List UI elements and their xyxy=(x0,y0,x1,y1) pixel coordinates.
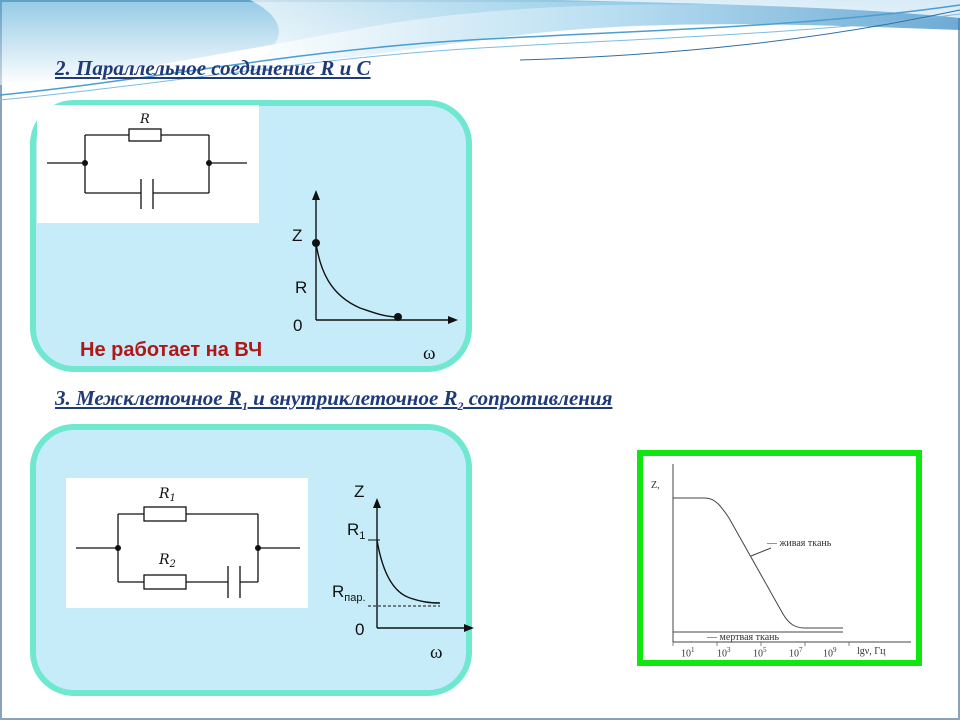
reference-x-tick: 103 xyxy=(717,646,731,660)
graph2-tick-rpar: Rпар. xyxy=(332,582,366,604)
dead-tissue-label: — мертвая ткань xyxy=(707,632,780,643)
graph1-axis-omega-label: ω xyxy=(423,343,436,364)
header-waves-decoration xyxy=(0,0,960,101)
section-title-resistances: 3. Межклеточное R1 и внутриклеточное R2 … xyxy=(55,386,613,414)
graph1-axis-z-label: Z xyxy=(292,226,303,245)
graph2-origin: 0 xyxy=(355,620,365,639)
tissue-equivalent-circuit: R1 R2 xyxy=(66,478,308,608)
svg-text:R1: R1 xyxy=(158,486,176,504)
live-tissue-curve xyxy=(673,497,843,629)
svg-text:R2: R2 xyxy=(158,552,176,570)
live-tissue-label: — живая ткань xyxy=(767,538,832,549)
reference-axis-x-label: lgν, Гц xyxy=(857,646,886,657)
reference-x-tick: 105 xyxy=(753,646,767,660)
reference-x-tick: 107 xyxy=(789,646,803,660)
graph2-axis-z-label: Z xyxy=(354,482,365,501)
graph1-origin: 0 xyxy=(293,316,303,335)
graph2-axis-omega-label: ω xyxy=(430,642,443,663)
resistor1-label: R xyxy=(158,486,170,502)
graph1-tick-r: R xyxy=(295,278,308,297)
reference-x-tick: 109 xyxy=(823,646,837,660)
section-title-parallel-rc: 2. Параллельное соединение R и C xyxy=(55,56,371,80)
graph2-tick-r1: R1 xyxy=(347,520,366,542)
resistor-label: R xyxy=(139,112,150,127)
reference-axis-z-label: Z, xyxy=(651,480,660,491)
parallel-rc-circuit: R xyxy=(37,105,259,223)
resistor2-label: R xyxy=(158,552,170,568)
reference-chart-plot xyxy=(672,464,911,646)
no-high-frequency-note: Не работает на ВЧ xyxy=(80,339,263,361)
tissue-impedance-reference-chart: Z, — живая ткань — мертвая ткань 101 103… xyxy=(637,450,922,666)
reference-x-tick: 101 xyxy=(681,646,695,660)
